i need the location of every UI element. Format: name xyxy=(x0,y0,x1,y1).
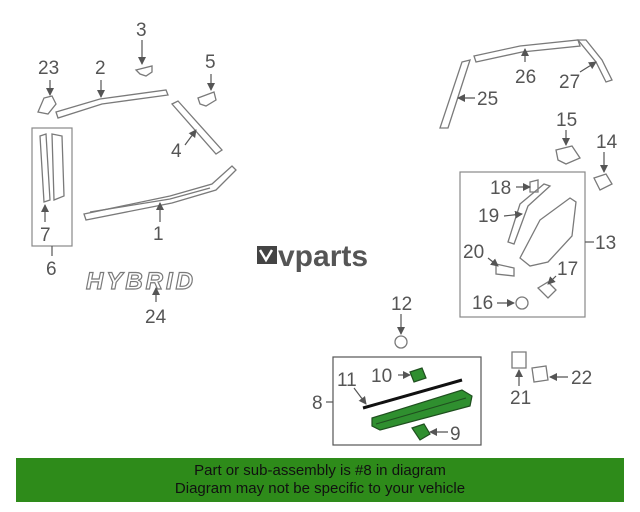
callout-2: 2 xyxy=(95,58,106,79)
part-8-sill-garnish xyxy=(371,389,473,431)
part-22 xyxy=(531,365,568,383)
callout-5: 5 xyxy=(205,52,216,73)
part-23 xyxy=(37,80,57,115)
callout-12: 12 xyxy=(391,294,412,315)
part-25 xyxy=(439,59,475,129)
hybrid-badge: HYBRID xyxy=(86,268,196,295)
callout-16: 16 xyxy=(472,293,493,314)
part-26 xyxy=(473,39,581,63)
callout-3: 3 xyxy=(136,20,147,41)
callout-24: 24 xyxy=(145,307,167,328)
callout-22: 22 xyxy=(571,368,592,389)
part-27 xyxy=(576,39,613,83)
callout-13: 13 xyxy=(595,233,616,254)
callout-18: 18 xyxy=(490,178,511,199)
callout-4: 4 xyxy=(171,141,182,162)
part-17 xyxy=(536,275,557,299)
part-9 xyxy=(411,423,448,441)
part-8-box xyxy=(332,356,482,446)
callout-14: 14 xyxy=(596,132,618,153)
part-12 xyxy=(394,314,408,349)
part-15 xyxy=(555,130,581,165)
part-2 xyxy=(55,80,169,119)
callout-7: 7 xyxy=(40,225,51,246)
part-21 xyxy=(511,351,527,386)
callout-6: 6 xyxy=(46,259,57,280)
banner-line-2: Diagram may not be specific to your vehi… xyxy=(174,480,466,497)
part-18 xyxy=(516,179,539,193)
callout-9: 9 xyxy=(450,424,461,445)
part-13-garnish xyxy=(519,197,577,267)
part-3 xyxy=(134,40,153,77)
callout-25: 25 xyxy=(477,89,498,110)
callout-8: 8 xyxy=(312,393,323,414)
part-14 xyxy=(593,152,613,191)
callout-11: 11 xyxy=(337,370,357,391)
part-7 xyxy=(39,133,65,222)
callout-17: 17 xyxy=(557,259,578,280)
part-19 xyxy=(503,183,552,245)
part-10 xyxy=(398,367,427,383)
part-11 xyxy=(353,378,463,410)
part-16 xyxy=(497,296,529,310)
part-20 xyxy=(487,257,515,277)
parts-diagram: 23 2 3 5 4 1 7 6 HYBRID 24 xyxy=(31,20,618,446)
callout-15: 15 xyxy=(556,110,577,131)
part-5 xyxy=(197,74,217,107)
part-1 xyxy=(83,165,237,222)
vparts-watermark: vparts xyxy=(278,240,368,273)
callout-21: 21 xyxy=(510,388,531,409)
callout-10: 10 xyxy=(371,366,392,387)
callout-23: 23 xyxy=(38,58,59,79)
banner-line-1: Part or sub-assembly is #8 in diagram xyxy=(194,462,446,479)
part-13-box xyxy=(459,171,586,318)
callout-26: 26 xyxy=(515,67,536,88)
callout-20: 20 xyxy=(463,242,484,263)
part-4 xyxy=(170,100,223,155)
callout-27: 27 xyxy=(559,72,580,93)
callout-19: 19 xyxy=(478,206,499,227)
vparts-logo xyxy=(257,246,277,264)
info-banner: Part or sub-assembly is #8 in diagram Di… xyxy=(16,458,624,502)
callout-1: 1 xyxy=(153,224,164,245)
